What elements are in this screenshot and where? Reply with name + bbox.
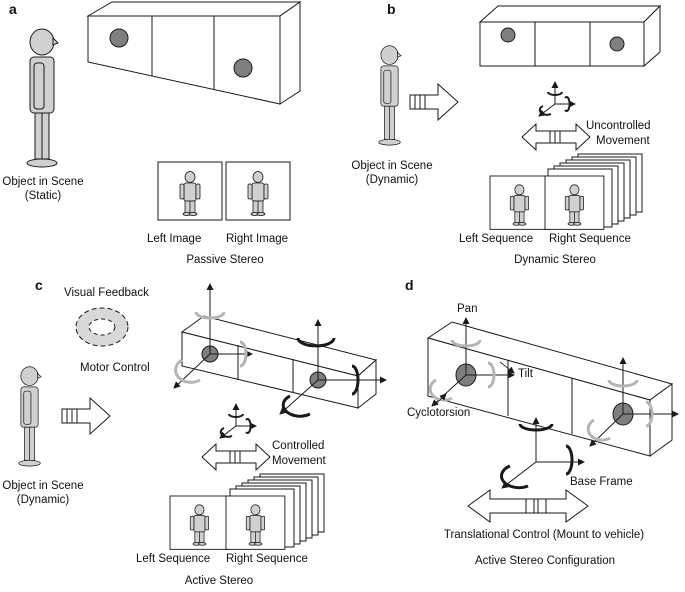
- left-sequence-b: [489, 175, 550, 230]
- person-static: [26, 28, 59, 168]
- object-label-a-line2: (Static): [24, 190, 62, 202]
- controlled-label-line1: Controlled: [272, 440, 325, 452]
- object-label-b-line1: Object in Scene: [351, 160, 433, 172]
- feedback-loop-c: [75, 307, 129, 347]
- feedback-arrows-d: [435, 361, 515, 405]
- camera-bar-d: [426, 317, 679, 457]
- uncontrolled-label-line1: Uncontrolled: [586, 120, 651, 132]
- object-label-c-line1: Object in Scene: [2, 480, 84, 492]
- panel-a: [26, 1, 302, 221]
- person-dynamic-b: [378, 45, 402, 146]
- panel-letter-c: c: [35, 277, 43, 293]
- right-sequence-c: [225, 495, 286, 550]
- uncontrolled-label-line2: Movement: [596, 135, 650, 147]
- caption-active-stereo-configuration: Active Stereo Configuration: [475, 555, 615, 567]
- person-dynamic-c: [18, 366, 42, 467]
- movement-arrow-c: [201, 443, 271, 471]
- rotation-gizmo-c: [220, 404, 256, 438]
- pan-label: Pan: [457, 303, 478, 315]
- camera-bar-b: [478, 4, 662, 68]
- object-label-a-line1: Object in Scene: [2, 176, 84, 188]
- panel-letter-a: a: [9, 1, 17, 17]
- base-frame-label: Base Frame: [570, 476, 633, 488]
- right-image-label: Right Image: [226, 233, 289, 245]
- controlled-label-line2: Movement: [272, 455, 326, 467]
- rotation-gizmo-b: [539, 82, 575, 116]
- panel-c: [18, 283, 387, 550]
- left-image-a: [157, 161, 223, 221]
- motor-control-label: Motor Control: [80, 362, 150, 374]
- object-label-b-line2: (Dynamic): [365, 174, 419, 186]
- right-sequence-label-b: Right Sequence: [549, 233, 631, 245]
- panel-b: [378, 4, 662, 230]
- panel-letter-b: b: [387, 1, 396, 17]
- camera-bar-a: [86, 1, 302, 105]
- translational-arrow-d: [467, 489, 589, 523]
- motion-arrow-b: [409, 83, 459, 121]
- object-label-c-line2: (Dynamic): [16, 494, 70, 506]
- translational-control-label: Translational Control (Mount to vehicle): [443, 529, 645, 541]
- caption-active-stereo: Active Stereo: [184, 575, 254, 587]
- panel-letter-d: d: [405, 277, 414, 293]
- right-sequence-label-c: Right Sequence: [226, 553, 308, 565]
- caption-dynamic-stereo: Dynamic Stereo: [514, 254, 596, 266]
- cyclotorsion-label: Cyclotorsion: [407, 407, 471, 419]
- tilt-label: Tilt: [518, 368, 533, 380]
- motion-arrow-c: [61, 397, 111, 435]
- right-sequence-b: [544, 175, 605, 230]
- base-frame-d: [500, 417, 585, 490]
- left-image-label: Left Image: [147, 233, 202, 245]
- left-sequence-label-c: Left Sequence: [136, 553, 211, 565]
- caption-passive-stereo: Passive Stereo: [186, 254, 264, 266]
- left-sequence-label-b: Left Sequence: [459, 233, 534, 245]
- left-sequence-c: [169, 495, 230, 550]
- camera-bar-c: [173, 283, 387, 418]
- visual-feedback-label: Visual Feedback: [64, 287, 149, 299]
- movement-arrow-b: [521, 123, 591, 151]
- panel-d: [426, 317, 679, 523]
- right-image-a: [225, 161, 291, 221]
